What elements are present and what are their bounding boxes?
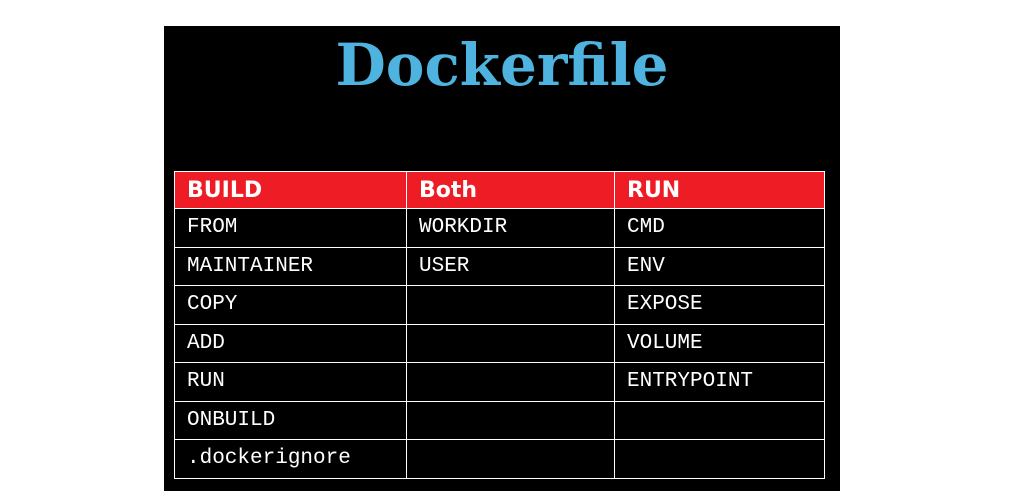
table-row: FROM WORKDIR CMD (174, 208, 825, 248)
dockerfile-instructions-table: BUILD Both RUN FROM WORKDIR CMD MAINTAIN… (174, 171, 825, 479)
cell-both (406, 439, 615, 479)
table-header-row: BUILD Both RUN (174, 171, 825, 209)
header-run: RUN (614, 171, 825, 209)
cell-run: CMD (614, 208, 825, 248)
cell-build: FROM (174, 208, 407, 248)
cell-build: MAINTAINER (174, 246, 407, 286)
table-row: RUN ENTRYPOINT (174, 362, 825, 402)
cell-run: EXPOSE (614, 285, 825, 325)
cell-both (406, 285, 615, 325)
cell-build: ONBUILD (174, 400, 407, 440)
table-row: ONBUILD (174, 400, 825, 440)
cell-both: USER (406, 246, 615, 286)
cell-run (614, 400, 825, 440)
cell-build: RUN (174, 362, 407, 402)
slide: Dockerfile BUILD Both RUN FROM WORKDIR C… (164, 26, 840, 491)
cell-run: ENTRYPOINT (614, 362, 825, 402)
table-row: ADD VOLUME (174, 323, 825, 363)
cell-run: ENV (614, 246, 825, 286)
header-build: BUILD (174, 171, 407, 209)
cell-run: VOLUME (614, 323, 825, 363)
cell-build: ADD (174, 323, 407, 363)
table-row: COPY EXPOSE (174, 285, 825, 325)
cell-build: .dockerignore (174, 439, 407, 479)
header-both: Both (406, 171, 615, 209)
cell-both (406, 400, 615, 440)
cell-run (614, 439, 825, 479)
table-row: .dockerignore (174, 439, 825, 479)
cell-build: COPY (174, 285, 407, 325)
slide-title: Dockerfile (335, 31, 669, 99)
table-row: MAINTAINER USER ENV (174, 246, 825, 286)
cell-both (406, 323, 615, 363)
cell-both: WORKDIR (406, 208, 615, 248)
cell-both (406, 362, 615, 402)
